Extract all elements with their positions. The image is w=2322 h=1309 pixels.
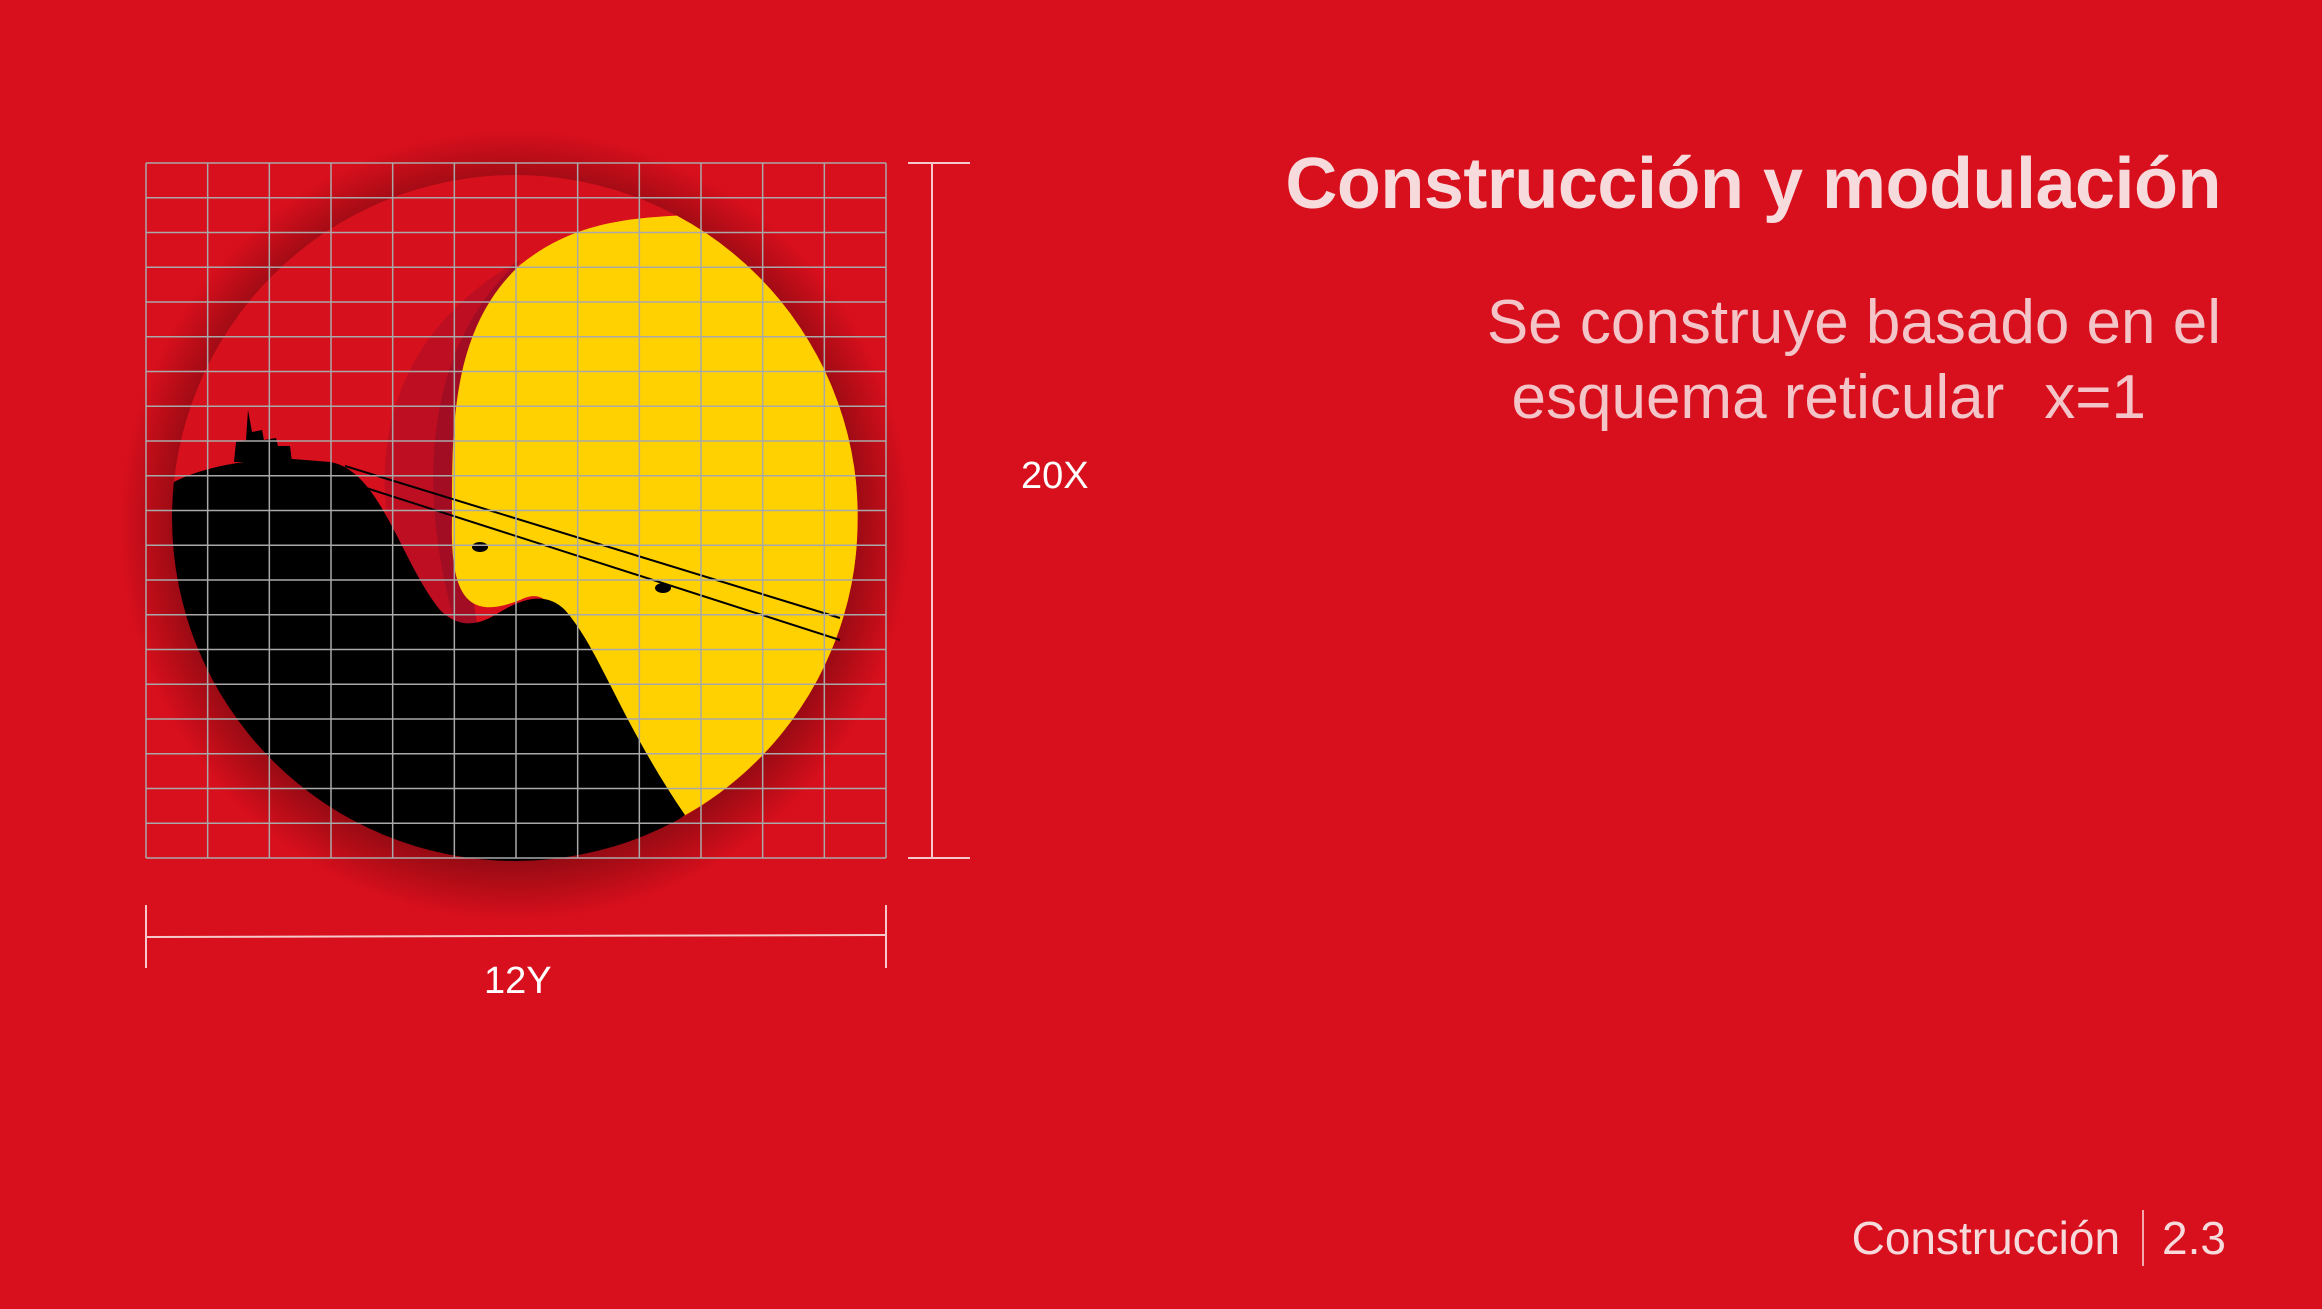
height-label: 20X [1021,455,1089,497]
sun-shape [451,215,858,818]
description-line-2: esquema reticular [1511,363,2005,432]
height-dimension [908,162,970,859]
footer-page-number: 2.3 [2162,1212,2226,1264]
description-text: Se construye basado en el esquema reticu… [1321,285,2221,435]
page-title: Construcción y modulación [1285,144,2221,224]
footer-section: Construcción [1851,1212,2121,1264]
footer: Construcción 2.3 [1852,1210,2226,1266]
cable-car-2 [655,583,671,593]
silhouette-shape [172,458,685,861]
footer-divider [2142,1210,2145,1266]
cable-line-1 [334,477,841,641]
reticular-grid [145,162,887,859]
width-label: 12Y [484,960,552,1002]
description-line-2-wrapper: esquema reticular x=1 [1321,360,2221,435]
width-dimension [145,905,887,968]
monument-silhouette [234,410,292,462]
description-line-1: Se construye basado en el [1486,288,2221,357]
grid-unit-variable: x=1 [2044,363,2146,432]
cable-line-2 [344,465,841,619]
cable-car-1 [472,542,488,552]
